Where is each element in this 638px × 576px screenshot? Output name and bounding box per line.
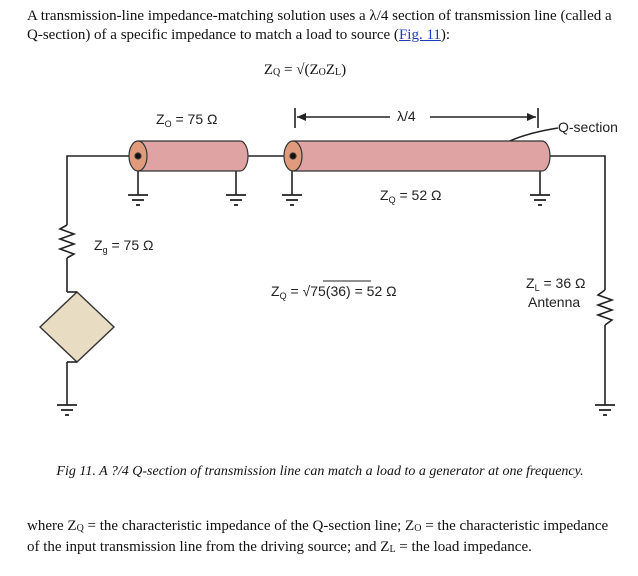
zq-label: ZQ = 52 Ω — [380, 187, 441, 205]
w-c: = the characteristic impedance of the in… — [27, 518, 609, 555]
f-q: Q — [273, 67, 281, 78]
zo-label: ZO = 75 Ω — [156, 111, 217, 129]
w-o: O — [414, 523, 422, 534]
f-z: Z — [263, 62, 274, 78]
q-section-label: Q-section — [558, 119, 618, 135]
definitions-paragraph: where ZQ = the characteristic impedance … — [27, 517, 617, 559]
antenna-label: Antenna — [528, 294, 580, 310]
ground-icon — [128, 194, 148, 206]
ground-icon — [57, 404, 77, 416]
q-section-formula: ZQ = √(ZOZL) — [0, 62, 610, 79]
fig-11-link[interactable]: Fig. 11 — [398, 27, 441, 43]
intro-paragraph: A transmission-line impedance-matching s… — [27, 7, 627, 45]
ground-icon — [530, 194, 550, 206]
w-a: where Z — [27, 518, 77, 534]
input-cable — [128, 140, 249, 172]
zl-label: ZL = 36 Ω — [526, 275, 585, 293]
ground-icon — [226, 194, 246, 206]
f-l: L — [335, 67, 342, 78]
circuit-diagram: ZO = 75 Ω λ/4 Q-section ZQ = 52 Ω Zg = 7… — [38, 108, 618, 416]
zq-calculation: ZQ = √75(36) = 52 Ω — [271, 283, 397, 301]
f-z2: Z — [325, 62, 336, 78]
source-diamond — [38, 291, 116, 363]
w-d: = the load impedance. — [395, 539, 532, 555]
w-l: L — [389, 544, 396, 555]
intro-text: A transmission-line impedance-matching s… — [27, 8, 612, 43]
intro-after: ): — [440, 27, 451, 43]
quarter-wave-label: λ/4 — [397, 108, 416, 124]
w-q: Q — [76, 523, 84, 534]
q-section-cable — [283, 140, 551, 172]
zg-label: Zg = 75 Ω — [94, 237, 153, 255]
f-close: ) — [341, 62, 347, 78]
w-b: = the characteristic impedance of the Q-… — [83, 518, 415, 534]
ground-icon — [282, 194, 302, 206]
ground-icon — [595, 404, 615, 416]
figure-caption: Fig 11. A ?/4 Q-section of transmission … — [56, 464, 584, 479]
grounds — [57, 194, 615, 416]
f-o: O — [318, 67, 326, 78]
f-eq: = √(Z — [280, 62, 319, 78]
